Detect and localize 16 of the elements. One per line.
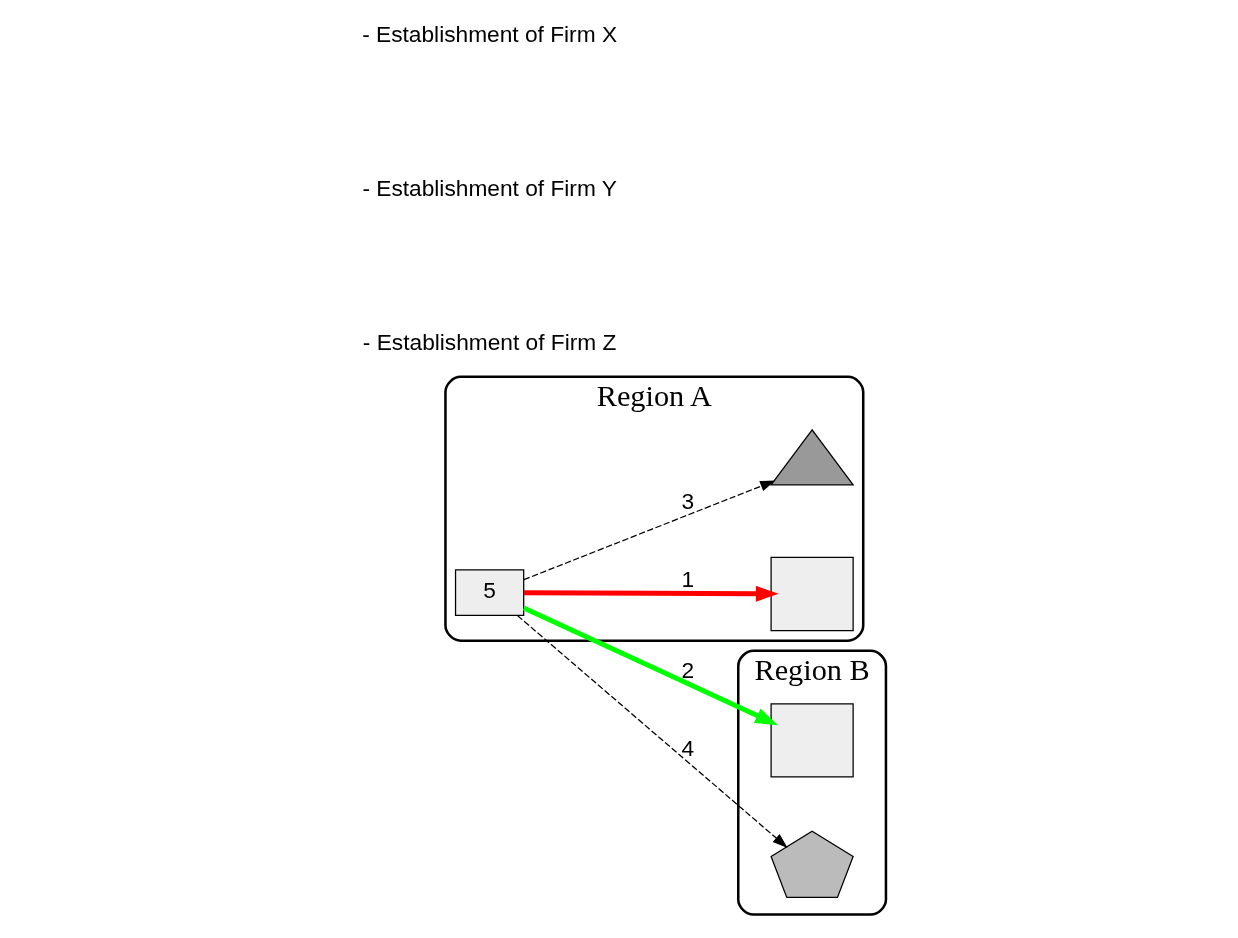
node-box — [770, 556, 854, 632]
arrow — [523, 480, 776, 581]
node-box — [770, 703, 854, 778]
node-box: 5 — [454, 569, 525, 617]
legend-label: - Establishment of Firm X — [362, 20, 618, 47]
edge-label: 4 — [681, 735, 695, 762]
legend-label: - Establishment of Firm Z — [362, 328, 617, 355]
cluster: Region B — [737, 649, 888, 916]
edge-label: 3 — [681, 487, 695, 514]
edge-label: 2 — [681, 656, 695, 683]
arrow — [517, 615, 788, 848]
arrow — [523, 585, 779, 602]
node-triangle — [769, 428, 855, 486]
edge-label: 1 — [681, 565, 695, 592]
arrow — [522, 605, 778, 726]
legend-label: - Establishment of Firm Y — [362, 174, 617, 201]
